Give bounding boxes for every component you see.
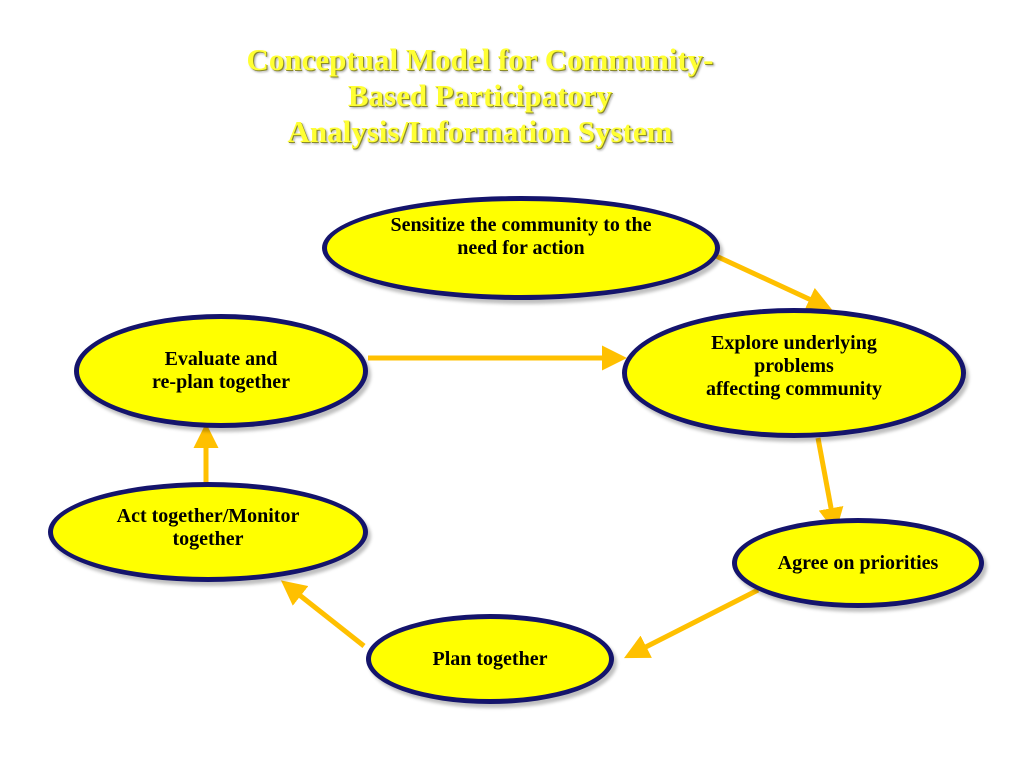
node-agree-priorities: Agree on priorities bbox=[732, 518, 984, 608]
node-sensitize-community: Sensitize the community to the need for … bbox=[322, 196, 720, 300]
node-explore-line-1: Explore underlying bbox=[711, 331, 877, 354]
title-line-1: Conceptual Model for Community- bbox=[246, 42, 714, 77]
node-act-line-1: Act together/Monitor bbox=[116, 505, 300, 527]
node-act-line-2: together bbox=[172, 528, 244, 550]
node-sensitize-line-1: Sensitize the community to the bbox=[390, 214, 652, 236]
node-evaluate-line-1: Evaluate and bbox=[164, 348, 278, 370]
arrow-sensitize-to-explore bbox=[714, 253, 833, 311]
node-explore-problems: Explore underlying problems affecting co… bbox=[622, 308, 966, 438]
node-plan-together: Plan together bbox=[366, 614, 614, 704]
arrow-explore-to-agree bbox=[815, 437, 844, 533]
title-line-3: Analysis/Information System bbox=[287, 114, 673, 149]
node-sensitize-line-2: need for action bbox=[457, 237, 585, 259]
node-evaluate-replan: Evaluate and re-plan together bbox=[74, 314, 368, 428]
node-explore-line-3: affecting community bbox=[705, 377, 883, 400]
slide-title: Conceptual Model for Community- Based Pa… bbox=[150, 42, 810, 150]
arrow-plan-to-act bbox=[280, 580, 366, 648]
node-explore-line-2: problems bbox=[754, 354, 834, 377]
node-act-monitor: Act together/Monitor together bbox=[48, 482, 368, 582]
node-plan-line-1: Plan together bbox=[432, 647, 548, 670]
node-evaluate-line-2: re-plan together bbox=[152, 371, 290, 393]
arrow-agree-to-plan bbox=[623, 587, 760, 659]
title-line-2: Based Participatory bbox=[347, 78, 613, 113]
node-agree-line-1: Agree on priorities bbox=[777, 551, 939, 574]
